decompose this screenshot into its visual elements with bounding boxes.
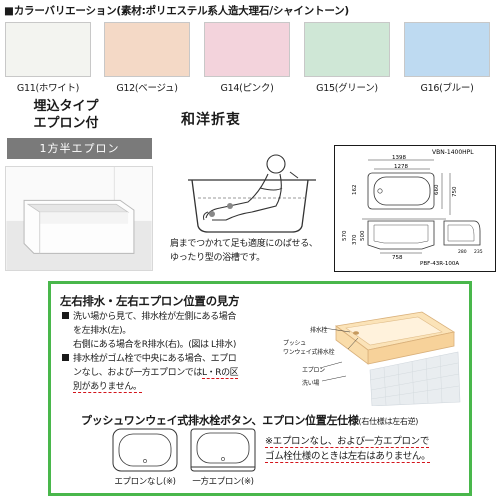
note-line-2: ゴム栓仕様のときは左右はありません。 — [265, 451, 431, 463]
swatch-label-beige: G12(ベージュ) — [116, 83, 178, 94]
b1-line-3: 右側にある場合をR排水(右)。(図は L排水) — [73, 340, 236, 350]
tub-label-no-apron: エプロンなし(※) — [114, 477, 176, 487]
note-line-1: ※エプロンなし、および一方エプロンで — [265, 436, 430, 448]
product-type-title: 埋込タイプ エプロン付 — [14, 98, 118, 132]
bathing-person-illustration — [188, 154, 316, 233]
swatch-pink — [204, 22, 290, 77]
swatch-green — [304, 22, 390, 77]
label-push-2: ワンウェイ式排水栓 — [283, 349, 335, 356]
dim-width-758: 758 — [392, 255, 403, 261]
dim-height-370: 370 — [352, 234, 358, 245]
label-wash-area: 洗い場 — [302, 380, 320, 387]
label-push-1: プッシュ — [283, 340, 306, 347]
leader-lines — [319, 327, 359, 382]
desc-line-2: ゆったり型の浴槽です。 — [170, 253, 265, 263]
color-variation-heading: ■カラーバリエーション(素材:ポリエステル系人造大理石/シャイントーン) — [4, 5, 350, 17]
swatch-label-pink: G14(ピンク) — [220, 83, 274, 94]
tub-one-apron-diagram — [190, 428, 256, 472]
type-line-1: 埋込タイプ — [33, 99, 99, 114]
dimension-diagram: VBN-1400HPL 1398 1278 660 750 162 570 37… — [334, 145, 496, 272]
bathtub-photo — [5, 166, 153, 271]
dim-235: 235 — [474, 249, 483, 255]
bullet-rubber-plug: 排水栓がゴム栓で中央にある場合、エプロ ンなし、および一方エプロンではL・Rの区… — [62, 352, 277, 394]
style-title: 和洋折衷 — [181, 112, 241, 128]
swatch-label-blue: G16(ブルー) — [420, 83, 474, 94]
part-number: PBF-43R-100A — [420, 261, 459, 267]
b2-line-2: ンなし、および一方エプロンでは — [73, 368, 203, 378]
info-title: 左右排水・左右エプロン位置の見方 — [60, 294, 240, 308]
bullet-square-icon — [62, 312, 69, 319]
model-number: VBN-1400HPL — [432, 149, 474, 156]
b1-line-1: 洗い場から見て、排水栓が左側にある場合 — [73, 312, 236, 322]
swatch-blue — [404, 22, 490, 77]
b2-line-1: 排水栓がゴム栓で中央にある場合、エプロ — [73, 354, 237, 364]
swatch-beige — [104, 22, 190, 77]
bullet-square-icon — [62, 354, 69, 361]
swatch-white — [5, 22, 91, 77]
type-line-2: エプロン付 — [33, 116, 99, 131]
desc-line-1: 肩までつかれて足も適度にのばせる、 — [170, 239, 318, 249]
dim-width-inner: 1278 — [394, 164, 408, 170]
b1-line-2: を左排水(左)。 — [73, 326, 131, 336]
sub-title: プッシュワンウェイ式排水栓ボタン、エプロン位置左仕様(右仕様は左右逆) — [81, 412, 418, 428]
tub-label-one-apron: 一方エプロン(※) — [192, 477, 254, 487]
drain-position-illustration — [335, 311, 461, 406]
swatch-label-green: G15(グリーン) — [316, 83, 378, 94]
sub-title-text: プッシュワンウェイ式排水栓ボタン、エプロン位置左仕様 — [81, 414, 359, 427]
label-drain-plug: 排水栓 — [310, 327, 328, 334]
b2-emph: L・Rの区 — [202, 368, 239, 379]
tub-no-apron-diagram — [112, 428, 178, 472]
swatch-label-white: G11(ホワイト) — [16, 83, 80, 94]
note-rubber-plug: ※エプロンなし、および一方エプロンで ゴム栓仕様のときは左右はありません。 — [265, 434, 431, 464]
product-description: 肩までつかれて足も適度にのばせる、 ゆったり型の浴槽です。 — [170, 237, 340, 265]
dim-depth-750: 750 — [452, 186, 458, 197]
dim-width-outer: 1398 — [392, 155, 406, 161]
dim-depth-660: 660 — [434, 184, 440, 195]
b2-line-3: 別がありません。 — [73, 382, 142, 393]
dim-height-500: 500 — [360, 230, 366, 241]
label-apron: エプロン — [302, 367, 325, 374]
sub-title-note: (右仕様は左右逆) — [358, 417, 419, 426]
apron-banner: 1方半エプロン — [7, 138, 152, 159]
bullet-drain-side: 洗い場から見て、排水栓が左側にある場合 を左排水(左)。 右側にある場合をR排水… — [62, 310, 277, 352]
dim-height-570: 570 — [342, 230, 348, 241]
dim-162: 162 — [352, 185, 358, 196]
dim-280: 280 — [458, 249, 467, 255]
